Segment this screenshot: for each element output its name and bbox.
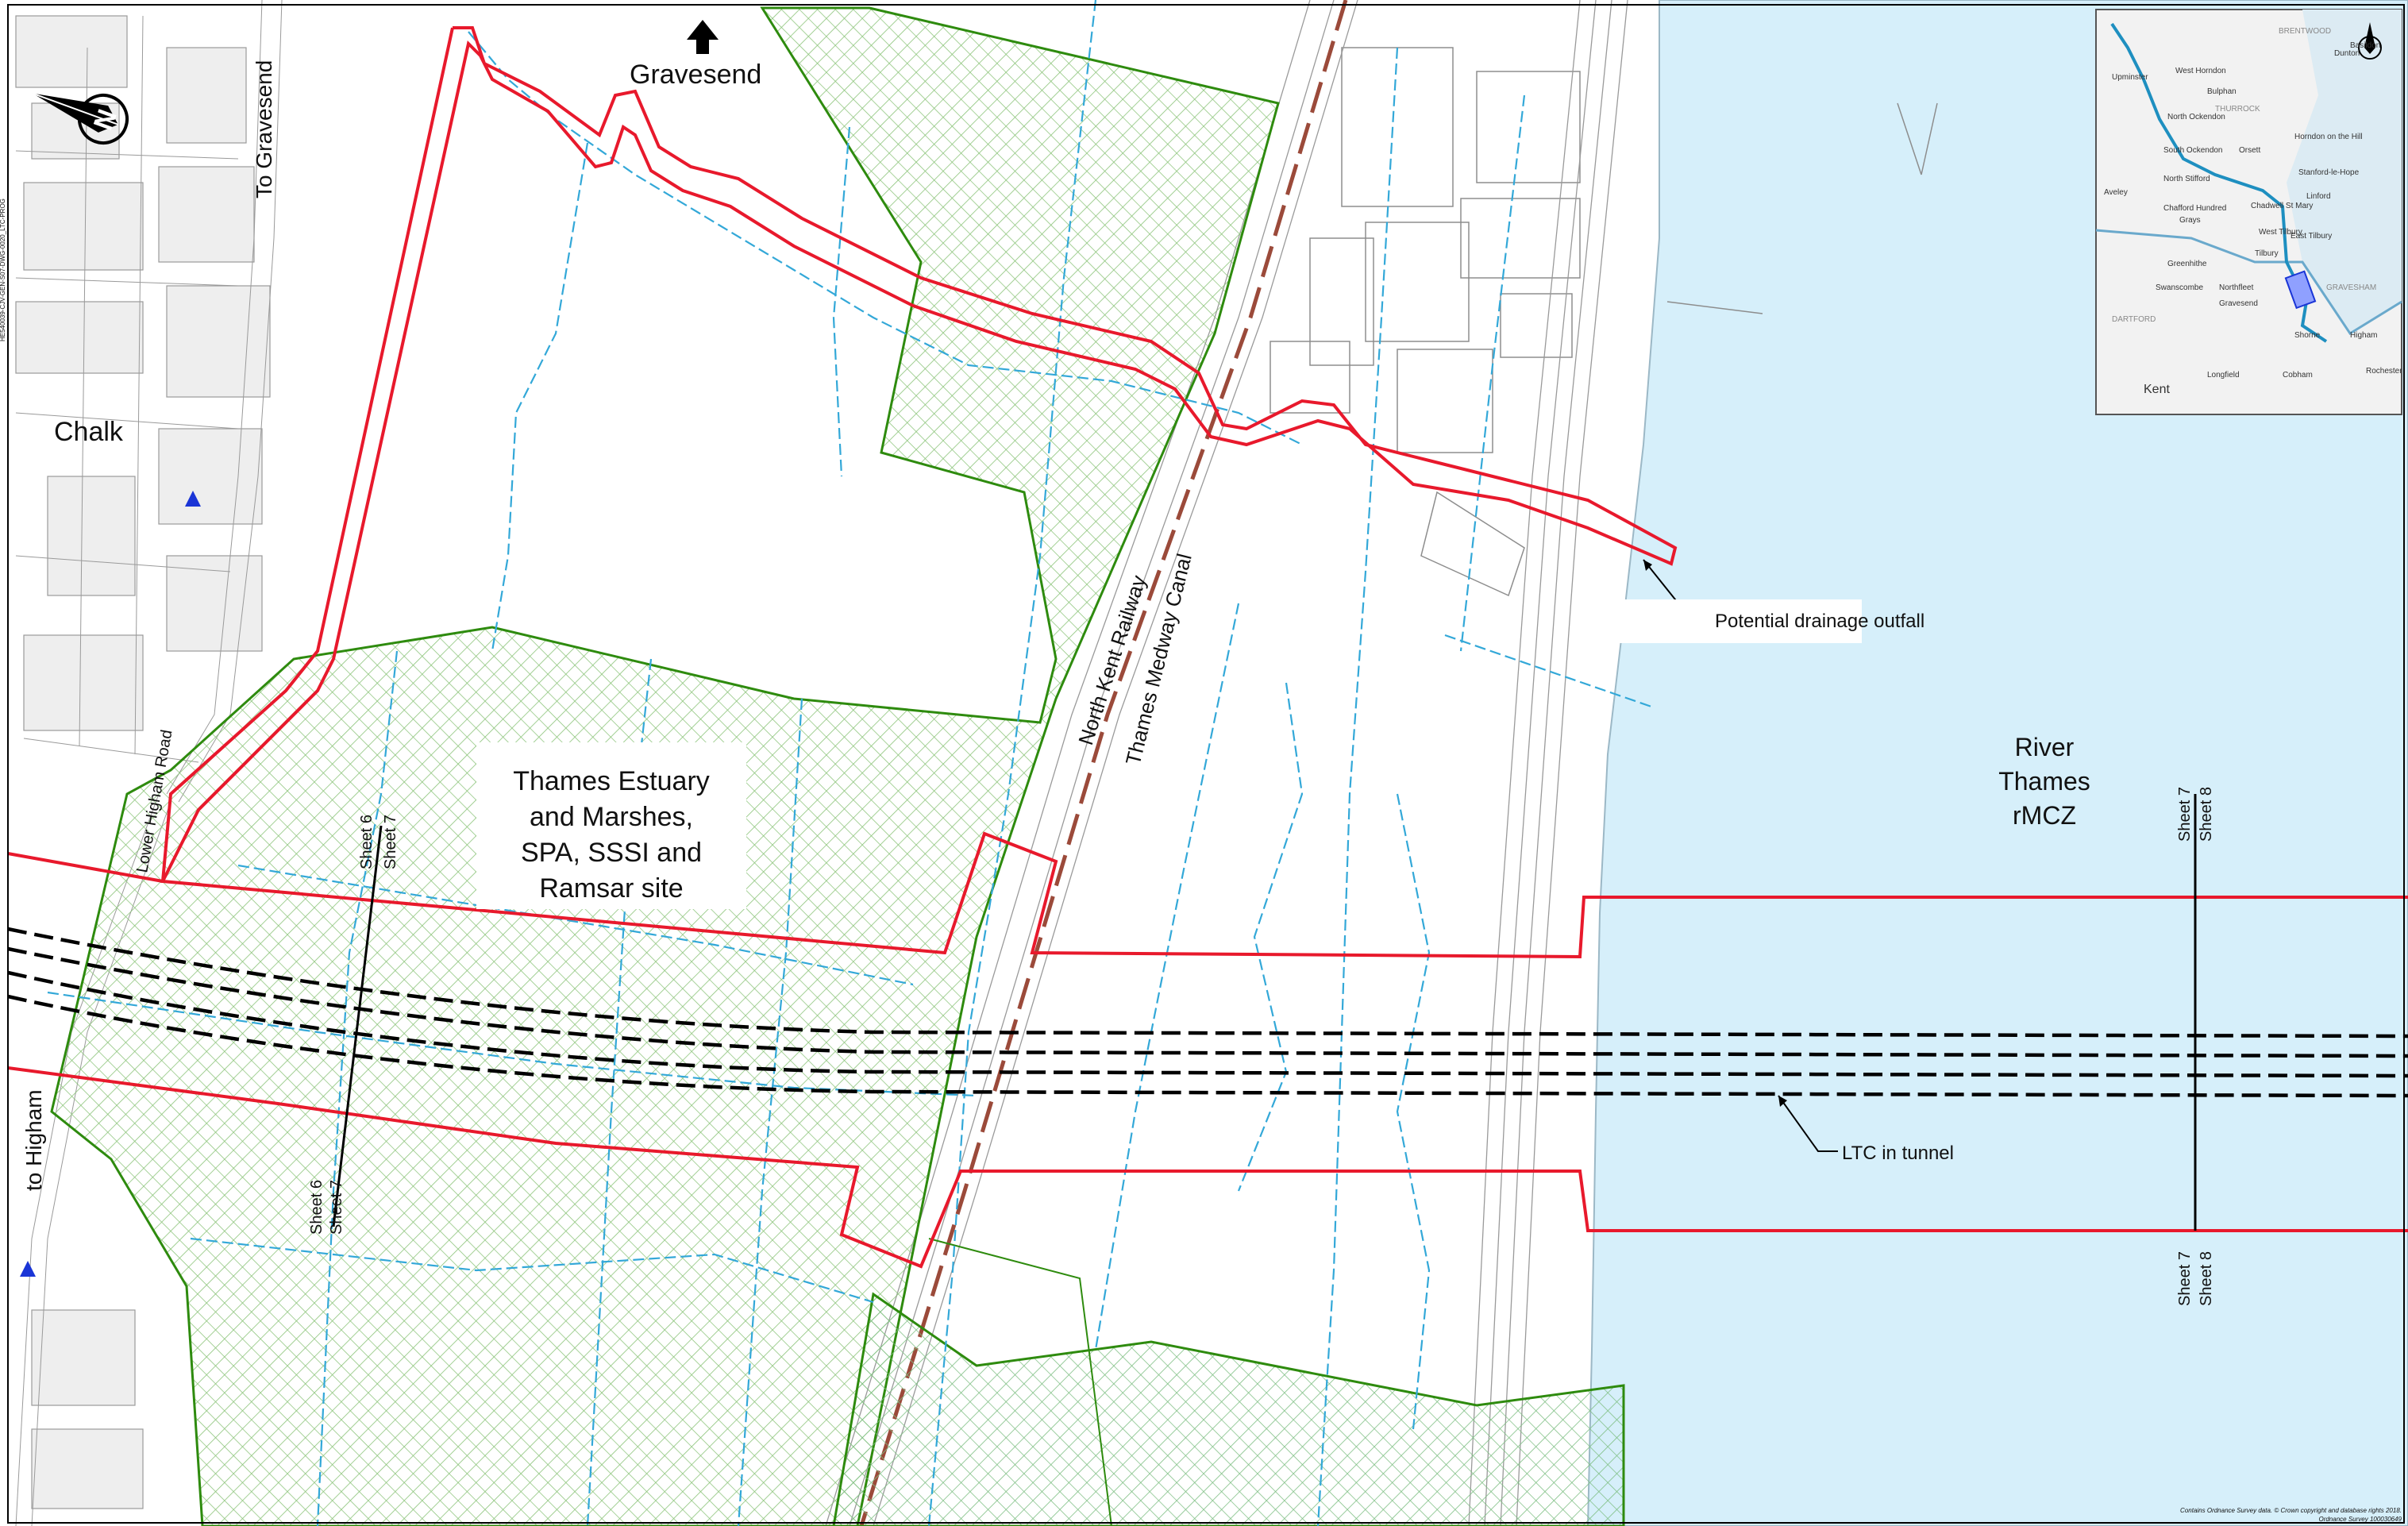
designation-line-3: SPA, SSSI and [521,838,702,868]
designation-line-1: Thames Estuary [513,766,710,796]
inset-label: Linford [2306,192,2331,201]
inset-label: East Tilbury [2290,232,2332,241]
callout-arrowhead-tunnel [1778,1096,1787,1107]
sheet-label-7-right-top: Sheet 7 [2176,787,2194,842]
triangle-marker-icon [20,1261,36,1277]
inset-label: Aveley [2104,188,2128,197]
river-label-3: rMCZ [2013,801,2076,830]
order-limits-boundary [7,26,2408,1269]
inset-label: THURROCK [2215,105,2260,114]
up-arrow-icon [687,20,719,54]
sheet-label-7-right-bottom: Sheet 7 [2176,1251,2194,1306]
river-label-1: River [2015,733,2075,761]
inset-label: South Ockendon [2163,146,2223,155]
inset-label: North Stifford [2163,175,2210,183]
map-frame [7,4,2405,1524]
designation-line-2: and Marshes, [530,802,693,832]
chalk-built-up [15,15,271,1509]
sheet-label-6-top: Sheet 6 [358,815,376,869]
inset-label: West Horndon [2175,67,2226,75]
designation-label-box [476,742,746,909]
inset-label: Stanford-le-Hope [2298,168,2360,177]
inset-label: Tilbury [2255,249,2279,258]
callout-arrowhead-drainage [1643,560,1652,571]
inset-label: GRAVESHAM [2326,283,2376,292]
inset-label: Swanscombe [2156,283,2203,292]
inset-label: Horndon on the Hill [2294,133,2363,141]
designation-line-4: Ramsar site [539,873,683,904]
label-to-gravesend: To Gravesend [252,60,276,198]
inset-label: Longfield [2207,371,2240,380]
callout-ltc-tunnel: LTC in tunnel [1842,1143,1954,1164]
inset-label: Greenhithe [2167,260,2207,268]
label-chalk: Chalk [54,417,124,447]
north-kent-railway-line [859,0,1348,1526]
inset-label: Northfleet [2219,283,2254,292]
ltc-tunnel-lines [7,927,2408,1098]
inset-label: Higham [2350,331,2377,340]
inset-label: Chafford Hundred [2163,204,2226,213]
doc-reference: HE540039-CJV-GEN-S07-DWG-0020_LTC-PROG [0,198,6,341]
inset-label: Upminster [2112,73,2148,82]
inset-label: Gravesend [2219,299,2258,308]
inset-label: Bulphan [2207,87,2237,96]
callout-drainage-outfall: Potential drainage outfall [1715,611,1924,632]
inset-label: Rochester [2366,367,2402,376]
inset-label: Chadwell St Mary [2251,202,2313,210]
label-gravesend: Gravesend [630,60,761,90]
inset-label: North Ockendon [2167,113,2225,121]
sheet-label-7-bottom: Sheet 7 [328,1180,345,1235]
inset-label: Shorne [2294,331,2321,340]
inset-label: BRENTWOOD [2279,27,2331,36]
inset-label: Kent [2144,383,2170,396]
inset-north-arrow-icon [2358,22,2382,60]
inset-label: Orsett [2239,146,2260,155]
river-label-2: Thames [1998,767,2090,796]
sheet-label-7-top: Sheet 7 [382,815,399,869]
inset-label: Grays [2179,216,2201,225]
inset-label: Cobham [2283,371,2313,380]
label-to-higham: to Higham [21,1089,46,1191]
sheet-label-8-right-bottom: Sheet 8 [2198,1251,2215,1306]
sheet-label-8-right-top: Sheet 8 [2198,787,2215,842]
sheet-boundaries [332,794,2197,1231]
copyright-line-1: Contains Ordnance Survey data. © Crown c… [2180,1507,2402,1514]
inset-label: DARTFORD [2112,315,2156,324]
sheet-label-6-bottom: Sheet 6 [308,1180,326,1235]
inset-label: West Tilbury [2259,228,2302,237]
drainage-label-bg [1588,599,1862,643]
inset-label: Basildon [2350,41,2380,50]
copyright-line-2: Ordnance Survey 100030649 [2318,1516,2402,1523]
triangle-marker-icon [185,491,201,507]
inset-label: Dunton [2334,49,2360,58]
